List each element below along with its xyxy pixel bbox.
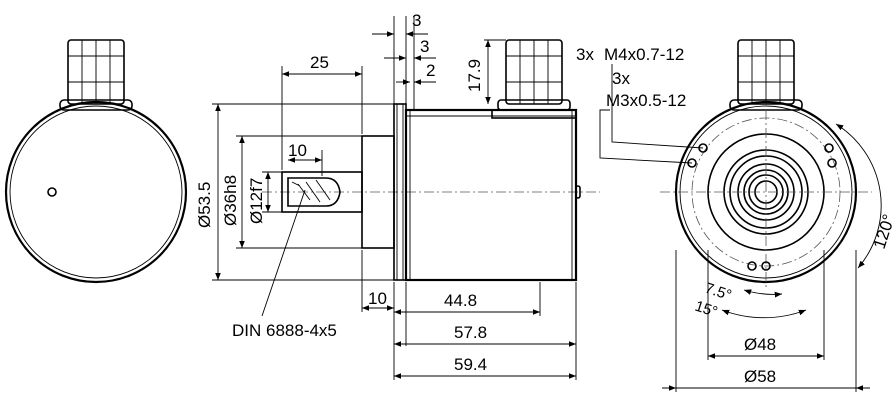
rear-body-outline xyxy=(4,100,188,284)
dim-label-key-10: 10 xyxy=(288,141,307,160)
top-offset-dimensions xyxy=(372,16,436,110)
dim-label-3-upper: 3 xyxy=(412,11,421,30)
dim-label-3-lower: 3 xyxy=(420,37,429,56)
m3-thread-label: M3x0.5-12 xyxy=(606,91,686,110)
key-leader-line xyxy=(261,189,306,317)
dim-label-17-9: 17.9 xyxy=(465,59,484,92)
front-view: 3x M4x0.7-12 3x M3x0.5-12 120° 7.5° 15° … xyxy=(576,39,892,392)
angle-label-15: 15° xyxy=(693,298,720,321)
m4-thread-label: M4x0.7-12 xyxy=(604,45,684,64)
dim-label-dia-36h8: Ø36h8 xyxy=(221,175,240,226)
m3-leader-line xyxy=(599,109,693,164)
dim-label-59-4: 59.4 xyxy=(454,355,487,374)
dim-label-dia-48: Ø48 xyxy=(744,335,776,354)
dim-label-44-8: 44.8 xyxy=(444,291,477,310)
side-cable-gland xyxy=(491,39,577,119)
rear-body-inner-outline xyxy=(9,105,183,279)
housing-body xyxy=(404,108,578,282)
angle-arc-7-5 xyxy=(743,289,783,298)
rear-view xyxy=(4,39,188,284)
angle-arc-15 xyxy=(721,309,807,319)
side-view: 3 3 2 17.9 25 10 Ø53.5 Ø36h8 Ø12f7 DIN 6… xyxy=(195,11,600,380)
shaft-key xyxy=(287,177,341,207)
key-standard-label: DIN 6888-4x5 xyxy=(232,321,337,340)
m4-leader-line xyxy=(611,64,704,149)
dim-label-dia-58: Ø58 xyxy=(744,367,776,386)
dim-label-flange-10: 10 xyxy=(368,289,387,308)
dim-label-dia-53-5: Ø53.5 xyxy=(195,182,214,228)
dim-label-dia-12f7: Ø12f7 xyxy=(247,178,266,224)
dim-label-25: 25 xyxy=(310,53,329,72)
rear-cable-gland xyxy=(59,39,133,111)
angle-label-120: 120° xyxy=(870,212,892,251)
dim-label-2: 2 xyxy=(426,61,435,80)
m4-count-label: 3x xyxy=(576,45,594,64)
dim-label-57-8: 57.8 xyxy=(454,323,487,342)
angle-arc-120 xyxy=(835,123,882,269)
front-cable-gland xyxy=(729,39,803,111)
rear-hole xyxy=(47,187,57,197)
m3-count-label: 3x xyxy=(612,69,630,88)
